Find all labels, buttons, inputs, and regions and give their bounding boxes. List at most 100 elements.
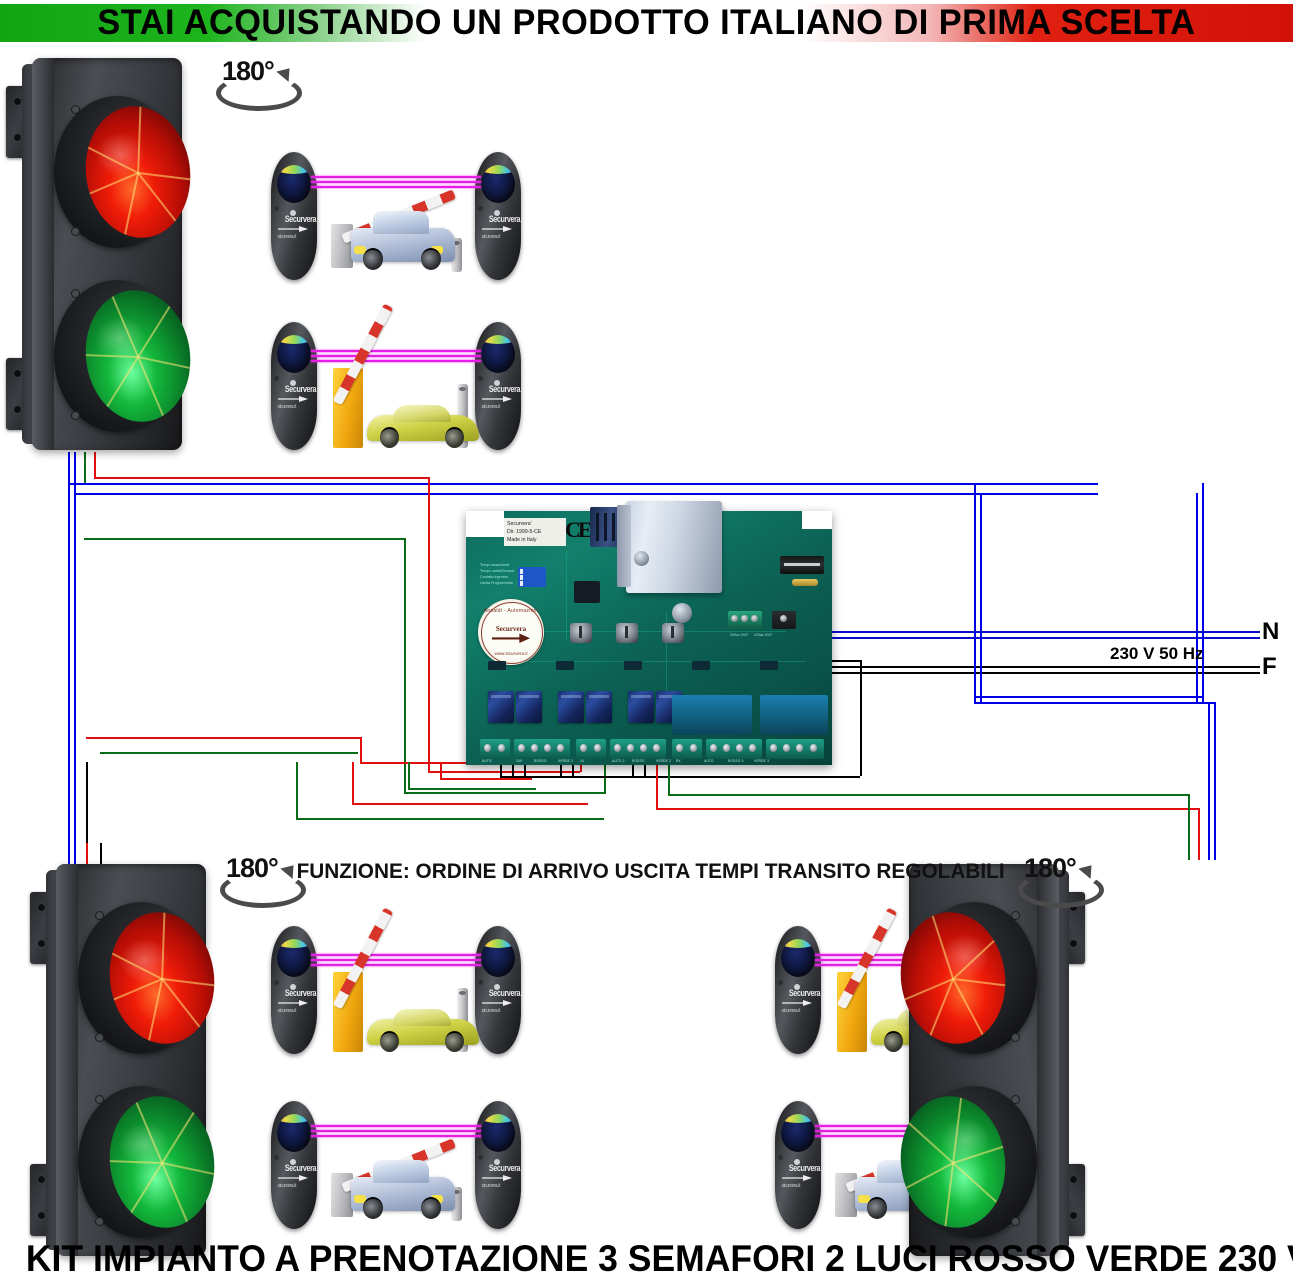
wire-green-loop-inner-h <box>408 788 536 790</box>
output-terminal-24v[interactable] <box>728 611 762 629</box>
transformer <box>617 501 722 593</box>
terminal-block-ch2[interactable] <box>610 739 666 759</box>
sticker-arrow-mark <box>492 633 530 644</box>
wire-green-bl-in <box>100 843 102 867</box>
wire-term-black-3 <box>524 760 526 776</box>
photocell-lens-icon <box>481 939 515 977</box>
photocell-beam <box>311 350 481 352</box>
wire-blue-tl-1 <box>68 452 70 864</box>
capacitor-small <box>634 551 649 566</box>
wire-term-black-5 <box>572 760 574 776</box>
green-lamp-hood <box>892 1086 1037 1238</box>
sticker-ring <box>481 602 543 664</box>
wire-red-board-up-a <box>580 760 582 772</box>
wire-green-loop-outer-v <box>296 762 298 820</box>
photocell-lens-icon <box>277 1114 311 1152</box>
wire-blue-br-jog <box>1202 702 1216 704</box>
expansion-socket-2[interactable] <box>760 695 828 735</box>
neutral-terminal-label: N <box>1262 618 1280 645</box>
photocell-beam <box>311 176 481 178</box>
wire-red-right-run <box>656 808 1198 810</box>
fuse-cartridge <box>792 579 818 586</box>
red-lamp-hood <box>892 902 1037 1054</box>
wire-mains-phase-a <box>790 666 1260 668</box>
pcb-silkscreen-text: Tempi rosso/verde Tempo uscita/Sensori C… <box>480 563 520 589</box>
smd-component <box>488 661 506 670</box>
wire-mains-neutral-a <box>800 631 1260 633</box>
wire-blue-bl-in-b <box>74 843 76 867</box>
dip-switch[interactable] <box>518 567 546 587</box>
terminal-label-24v: 24V <box>516 759 523 763</box>
pcb-notch-right <box>802 511 832 529</box>
wire-red-tl-stub <box>94 452 96 477</box>
terminal-label-rosso2: ROSSO <box>632 759 645 763</box>
wire-blue-right-drop-a <box>1196 493 1198 702</box>
top-promo-banner: STAI ACQUISTANDO UN PRODOTTO ITALIANO DI… <box>0 0 1293 46</box>
trimmer-potentiometer-3[interactable] <box>662 623 684 643</box>
wire-red-top-run <box>94 477 428 479</box>
photocell-beam <box>311 186 481 188</box>
rotation-badge-bottom-left: 180° <box>218 853 306 908</box>
photocell-lens-icon <box>481 1114 515 1152</box>
terminal-block-expansion[interactable] <box>766 739 824 759</box>
trimmer-potentiometer-2[interactable] <box>616 623 638 643</box>
wire-blue-right-riser-a <box>974 483 976 702</box>
barrier-rest-post <box>451 1187 462 1221</box>
wire-blue-to-br-light-b <box>1214 702 1216 860</box>
green-lamp-hood <box>54 280 199 432</box>
wire-term-black-6 <box>632 760 634 776</box>
wire-blue-right-h-a <box>974 696 1202 698</box>
programming-button[interactable] <box>772 611 796 629</box>
wire-red-bl-drop <box>360 737 362 762</box>
photocell-lens-icon <box>481 335 515 373</box>
smd-component <box>624 661 642 670</box>
photocell-beam <box>815 1125 985 1127</box>
terminal-label-auto3: AUTO <box>704 759 714 763</box>
pcb-brand-text: Securvera' <box>507 521 532 527</box>
wire-black-bus-right-up <box>860 660 862 776</box>
silk-line-3: Contatto ingresso <box>480 574 509 579</box>
relay-1 <box>488 691 514 723</box>
photocell-beam <box>311 964 481 966</box>
wire-blue-tl-2 <box>74 452 76 864</box>
terminal-block-aux-3[interactable] <box>672 739 702 759</box>
expansion-socket-1[interactable] <box>672 695 752 735</box>
terminal-block-ch1[interactable] <box>514 739 570 759</box>
photocell-beam <box>311 360 481 362</box>
securvera-logo-sticker: Ansaldi - Automazioni Securvera www.sicu… <box>478 599 544 665</box>
wire-blue-right-drop-b <box>1202 483 1204 702</box>
wire-term-black-2 <box>512 760 514 776</box>
output-label-24v: 24Vcc OUT <box>730 633 749 637</box>
top-banner-text: STAI ACQUISTANDO UN PRODOTTO ITALIANO DI… <box>97 3 1196 42</box>
terminal-label-24: 24 <box>580 759 584 763</box>
barrier-rest-post <box>451 238 462 272</box>
photocell-beam <box>311 181 481 183</box>
control-board[interactable]: Securvera' Dir. 1999-5-CE Made in Italy … <box>466 501 832 765</box>
wire-red-right-drop <box>656 760 658 808</box>
terminal-block-ch3[interactable] <box>706 739 762 759</box>
wire-red-right-to-light <box>1198 808 1200 860</box>
wire-blue-to-br-light-a <box>1208 702 1210 860</box>
wire-green-right-to-light <box>1188 794 1190 860</box>
terminal-block-aux-left[interactable] <box>480 739 510 759</box>
rotation-badge-bottom-right: 180° <box>1016 853 1104 908</box>
rotation-arc-icon <box>220 872 306 908</box>
wire-blue-bl-in-a <box>68 843 70 867</box>
photocell-beam <box>815 954 985 956</box>
wire-green-top-run <box>84 538 404 540</box>
rotation-badge-top-left: 180° <box>214 56 302 111</box>
wire-mains-neutral-b <box>800 637 1260 639</box>
terminal-block-aux-2[interactable] <box>576 739 606 759</box>
italian-flag-gradient <box>0 4 1293 42</box>
trimmer-potentiometer-1[interactable] <box>570 623 592 643</box>
photocell-beam <box>815 1130 985 1132</box>
wire-red-bl-in <box>86 843 88 867</box>
wire-term-black-7 <box>644 760 646 776</box>
silk-line-2: Tempo uscita/Sensori <box>480 568 515 573</box>
relay-3 <box>558 691 584 723</box>
